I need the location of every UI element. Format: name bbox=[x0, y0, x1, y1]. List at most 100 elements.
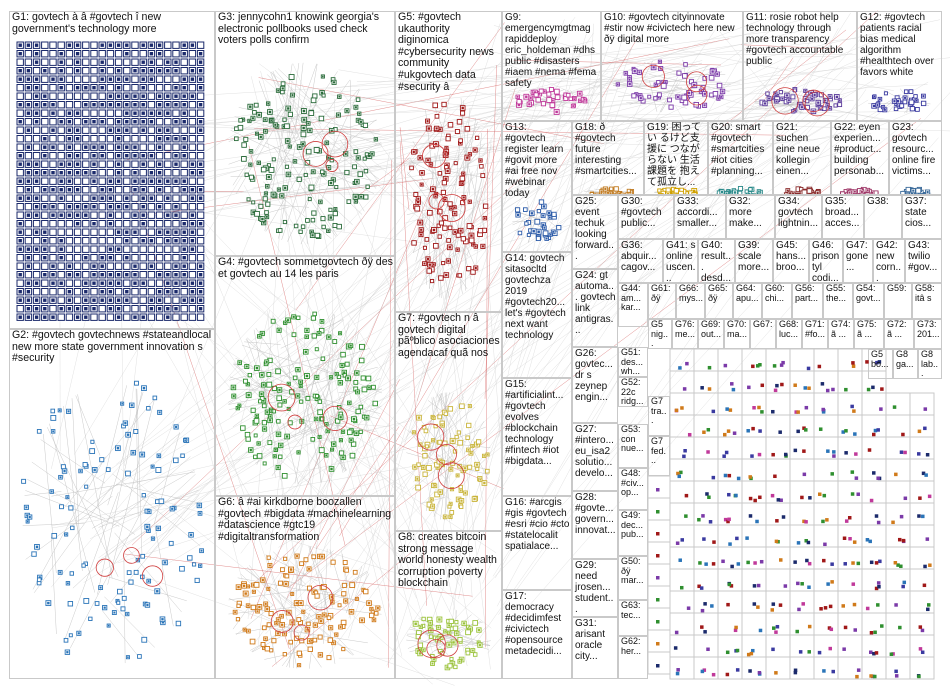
node-fill bbox=[456, 632, 458, 634]
node bbox=[132, 136, 138, 142]
group-box-g65[interactable]: G65: ðÿ bbox=[705, 283, 733, 319]
group-box-g48[interactable]: G48: #civ... op... bbox=[618, 468, 648, 510]
group-box-g30[interactable]: G30: #govtech public... bbox=[618, 195, 674, 239]
group-box-g60[interactable]: G60: chi... bbox=[762, 283, 792, 319]
group-box-g55[interactable]: G55: the... bbox=[823, 283, 853, 319]
group-box-g12[interactable]: G12: #govtech patients racial bias medic… bbox=[857, 11, 942, 121]
group-box-g73[interactable]: G73: 201... bbox=[914, 319, 942, 349]
group-box-g35[interactable]: G35: broad... acces... bbox=[822, 195, 864, 239]
group-box-g68[interactable]: G68: luc... bbox=[776, 319, 802, 349]
group-box-g76[interactable]: G76: me... bbox=[672, 319, 698, 349]
group-box-g46[interactable]: G46: prisontyl codi... bbox=[809, 239, 843, 283]
group-box-g52[interactable]: G52: 22c ridg... bbox=[618, 377, 648, 407]
group-box-g4[interactable]: G4: #govtech sommetgovtech ðÿ des et gov… bbox=[215, 256, 395, 496]
group-box-g42[interactable]: G42: new corn... bbox=[873, 239, 905, 283]
group-box-g16[interactable]: G16: #arcgis #gis #govtech #esri #cio #c… bbox=[502, 496, 572, 590]
group-box-g54[interactable]: G54: govt... bbox=[853, 283, 884, 319]
node-fill bbox=[117, 171, 120, 174]
node-fill bbox=[183, 52, 186, 55]
group-box-g23[interactable]: G23: govtech resourc... online fire vict… bbox=[889, 121, 942, 195]
group-box-g56[interactable]: G56: part... bbox=[792, 283, 823, 319]
node bbox=[283, 220, 286, 223]
group-box-g37[interactable]: G37: state cios... bbox=[902, 195, 942, 239]
group-box-g62[interactable]: G62: her... bbox=[618, 636, 648, 679]
group-box-g53[interactable]: G53: con nue... bbox=[618, 424, 648, 468]
group-box-g38[interactable]: G38: bbox=[864, 195, 902, 239]
group-box-g77[interactable]: G7 tra... bbox=[648, 396, 670, 436]
group-box-g19[interactable]: G19: 困ってい るけど支援に つながらない 生活課題を 抱えて孤立し... bbox=[644, 121, 708, 195]
group-box-g59[interactable]: G59: bbox=[884, 283, 912, 319]
group-box-g79[interactable]: G5 nig... bbox=[648, 319, 672, 349]
group-box-g17[interactable]: G17: democracy #decidimfest #civictech #… bbox=[502, 590, 572, 679]
group-box-g66[interactable]: G66: mys... bbox=[676, 283, 705, 319]
node bbox=[311, 316, 315, 320]
group-box-g7[interactable]: G7: #govtech n â govtech digital pãºblic… bbox=[395, 312, 502, 531]
group-box-g81[interactable]: G8 ga... bbox=[893, 349, 918, 379]
group-box-g15[interactable]: G15: #artificialint... #govtech evolves … bbox=[502, 378, 572, 496]
node bbox=[142, 637, 147, 642]
group-box-g3[interactable]: G3: jennycohn1 knowink georgia's electro… bbox=[215, 11, 395, 256]
group-box-g72[interactable]: G72: ã ... bbox=[884, 319, 914, 349]
node-fill bbox=[550, 234, 552, 236]
group-box-g18[interactable]: G18: ð #govtech future interesting #smar… bbox=[572, 121, 644, 195]
group-box-g51[interactable]: G51: des... wh... bbox=[618, 347, 648, 377]
group-box-g45[interactable]: G45: hans... broo... bbox=[773, 239, 809, 283]
group-box-g64[interactable]: G64: apu... bbox=[733, 283, 762, 319]
group-box-g44[interactable]: G44: am... kar... bbox=[618, 283, 648, 327]
group-box-g32[interactable]: G32: more make... bbox=[726, 195, 775, 239]
group-box-g10[interactable]: G10: #govtech cityinnovate #stir now #ci… bbox=[601, 11, 743, 121]
group-box-g58[interactable]: G58: itâ s bbox=[912, 283, 942, 319]
group-box-g6[interactable]: G6: â #ai kirkdborne boozallen #govtech … bbox=[215, 496, 395, 679]
group-box-g61[interactable]: G61: ðÿ bbox=[648, 283, 676, 319]
node-fill bbox=[19, 197, 22, 200]
group-box-g69[interactable]: G69: out... bbox=[698, 319, 724, 349]
group-box-g43[interactable]: G43: twilio #gov... bbox=[905, 239, 942, 283]
group-box-g22[interactable]: G22: eyen experien... #product... buildi… bbox=[831, 121, 889, 195]
node bbox=[58, 136, 64, 142]
group-box-g74[interactable]: G74: ã ... bbox=[828, 319, 854, 349]
group-box-g33[interactable]: G33: accordi... smaller... bbox=[674, 195, 726, 239]
node bbox=[156, 221, 162, 227]
group-box-g50[interactable]: G50: ðÿ mar... bbox=[618, 556, 648, 600]
group-box-g71[interactable]: G71: #fo... bbox=[802, 319, 828, 349]
group-box-g34[interactable]: G34: govtech lightnin... bbox=[775, 195, 822, 239]
group-box-g29[interactable]: G29: need jrosen... student... bbox=[572, 559, 618, 617]
group-box-g28[interactable]: G28: #govte... govern... innovat... bbox=[572, 491, 618, 559]
group-box-g63[interactable]: G63: tec... bbox=[618, 600, 648, 636]
node bbox=[148, 221, 154, 227]
group-box-g21[interactable]: G21: suchen eine neue kollegin einen... bbox=[773, 121, 831, 195]
group-box-g40[interactable]: G40: result... desd... bbox=[698, 239, 735, 283]
group-box-g5[interactable]: G5: #govtech ukauthority diginomica #cyb… bbox=[395, 11, 502, 312]
node-fill bbox=[68, 120, 71, 123]
group-box-g20[interactable]: G20: smart #govtech #smartcities #iot ci… bbox=[708, 121, 773, 195]
group-box-g39[interactable]: G39: scale more... bbox=[735, 239, 773, 283]
group-box-g1[interactable]: G1: govtech à â #govtech î new governmen… bbox=[9, 11, 215, 329]
group-box-g47[interactable]: G47: gone... bbox=[843, 239, 873, 283]
group-box-g41[interactable]: G41: s online uscen... bbox=[663, 239, 698, 283]
group-box-g78[interactable]: G7 fed... bbox=[648, 436, 670, 476]
node bbox=[189, 272, 195, 278]
group-label: G52: 22c ridg... bbox=[621, 378, 646, 407]
group-box-g8[interactable]: G8: creates bitcoin strong message world… bbox=[395, 531, 502, 679]
group-box-g36[interactable]: G36: abquir... cagov... bbox=[618, 239, 663, 283]
group-box-g2[interactable]: G2: #govtech govtechnews #stateandlocal … bbox=[9, 329, 215, 679]
group-box-g82[interactable]: G5 bo... bbox=[868, 349, 893, 379]
node bbox=[373, 401, 378, 406]
node-fill bbox=[261, 218, 263, 220]
node-fill bbox=[158, 188, 161, 191]
group-box-g26[interactable]: G26: govtec... dr s zeynep engin... bbox=[572, 347, 618, 423]
group-box-g80[interactable]: G8 lab... bbox=[918, 349, 942, 379]
group-box-g11[interactable]: G11: rosie robot help technology through… bbox=[743, 11, 857, 121]
group-box-g27[interactable]: G27: #intero... eu_isa2 solutio... devel… bbox=[572, 423, 618, 491]
group-box-g67[interactable]: G67: bbox=[750, 319, 776, 349]
group-box-g14[interactable]: G14: govtech sitasocltd govtechza 2019 #… bbox=[502, 252, 572, 378]
node-fill bbox=[339, 332, 341, 334]
group-box-g70[interactable]: G70: ma... bbox=[724, 319, 750, 349]
group-box-g25[interactable]: G25: event techuk looking forward... bbox=[572, 195, 618, 269]
group-box-g49[interactable]: G49: dec... pub... bbox=[618, 510, 648, 556]
group-box-g13[interactable]: G13: #govtech register learn #govit more… bbox=[502, 121, 572, 252]
group-box-g9[interactable]: G9: emergencymgtmag rapiddeploy eric_hol… bbox=[502, 11, 601, 121]
group-box-g31[interactable]: G31: arisant oracle city... bbox=[572, 617, 618, 679]
group-box-g75[interactable]: G75: ã ... bbox=[854, 319, 884, 349]
group-box-g24[interactable]: G24: gt automa... govtech link antigras.… bbox=[572, 269, 618, 347]
